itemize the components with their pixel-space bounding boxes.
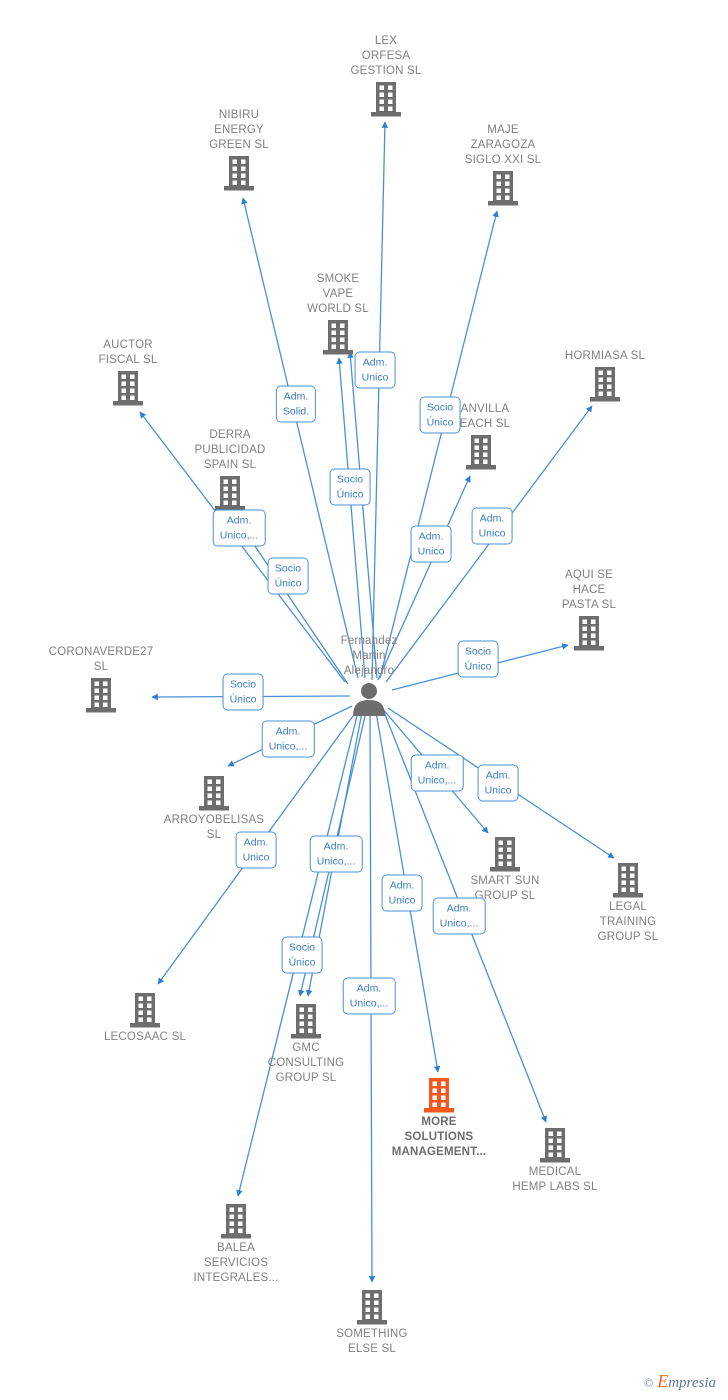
company-node-aqui-se-hace[interactable]: AQUI SE HACE PASTA SL xyxy=(524,568,654,652)
graph-edge xyxy=(377,475,471,681)
company-node-gmc-consulting[interactable]: GMC CONSULTING GROUP SL xyxy=(241,1002,371,1086)
company-node-label: GMC CONSULTING GROUP SL xyxy=(267,1042,345,1084)
relation-badge[interactable]: Adm. Unico xyxy=(381,874,423,912)
relation-badge[interactable]: Adm. Solid. xyxy=(275,385,317,423)
company-node-label: SOMETHING ELSE SL xyxy=(336,1328,408,1355)
graph-edge xyxy=(379,210,499,679)
company-node-label: SMOKE VAPE WORLD SL xyxy=(307,273,369,315)
watermark-empresia: © Empresia xyxy=(644,1371,716,1392)
building-icon xyxy=(307,1288,437,1326)
company-node-auctor-fiscal[interactable]: AUCTOR FISCAL SL xyxy=(63,338,193,407)
relation-badge[interactable]: Adm. Unico,... xyxy=(261,720,315,758)
graph-edge xyxy=(347,351,378,679)
company-node-balea[interactable]: BALEA SERVICIOS INTEGRALES... xyxy=(171,1202,301,1286)
company-node-maje-zaragoza[interactable]: MAJE ZARAGOZA SIGLO XXI SL xyxy=(438,123,568,207)
company-node-hormiasa[interactable]: HORMIASA SL xyxy=(540,349,670,403)
relation-badge[interactable]: Adm. Unico xyxy=(477,764,519,802)
company-node-lecosaac[interactable]: LECOSAAC SL xyxy=(80,991,210,1045)
relation-badge[interactable]: Socio Único xyxy=(419,396,461,434)
building-icon xyxy=(440,835,570,873)
building-icon xyxy=(490,1126,620,1164)
building-icon xyxy=(524,614,654,652)
copyright-symbol: © xyxy=(643,1375,654,1390)
company-node-smart-sun[interactable]: SMART SUN GROUP SL xyxy=(440,835,570,904)
building-icon xyxy=(416,433,546,471)
relation-badge[interactable]: Socio Único xyxy=(222,673,264,711)
relation-badge[interactable]: Socio Único xyxy=(329,468,371,506)
company-node-legal-training[interactable]: LEGAL TRAINING GROUP SL xyxy=(563,861,693,945)
building-icon xyxy=(165,474,295,512)
company-node-nibiru[interactable]: NIBIRU ENERGY GREEN SL xyxy=(174,108,304,192)
building-icon xyxy=(149,774,279,812)
graph-edge xyxy=(371,121,389,681)
relation-badge[interactable]: Adm. Unico,... xyxy=(309,835,363,873)
company-node-label: NIBIRU ENERGY GREEN SL xyxy=(209,109,269,151)
company-node-arroyobelisas[interactable]: ARROYOBELISAS SL xyxy=(149,774,279,843)
brand-name: mpresia xyxy=(668,1375,716,1391)
building-icon xyxy=(36,676,166,714)
company-node-smoke-vape[interactable]: SMOKE VAPE WORLD SL xyxy=(273,272,403,356)
building-icon xyxy=(241,1002,371,1040)
company-node-label: DERRA PUBLICIDAD SPAIN SL xyxy=(194,429,266,471)
company-node-label: LEGAL TRAINING GROUP SL xyxy=(597,901,659,943)
relation-badge[interactable]: Socio Único xyxy=(267,557,309,595)
company-node-label: LECOSAAC SL xyxy=(103,1031,187,1043)
company-node-label: SANVILLA BEACH SL xyxy=(451,403,511,430)
graph-edge xyxy=(336,357,366,679)
company-node-label: BALEA SERVICIOS INTEGRALES... xyxy=(193,1242,279,1284)
building-icon xyxy=(374,1076,504,1114)
building-icon xyxy=(540,365,670,403)
company-node-medical-hemp[interactable]: MEDICAL HEMP LABS SL xyxy=(490,1126,620,1195)
company-node-coronaverde27[interactable]: CORONAVERDE27 SL xyxy=(36,645,166,714)
building-icon xyxy=(273,318,403,356)
graph-edge xyxy=(241,197,359,679)
company-node-label: LEX ORFESA GESTION SL xyxy=(350,35,422,77)
building-icon xyxy=(438,169,568,207)
relation-badge[interactable]: Adm. Unico,... xyxy=(432,897,486,935)
relation-badge[interactable]: Adm. Unico,... xyxy=(410,754,464,792)
building-icon xyxy=(80,991,210,1029)
company-node-label: MEDICAL HEMP LABS SL xyxy=(512,1166,598,1193)
center-person-node[interactable]: Fernandez Martin Alejandro xyxy=(304,635,434,716)
person-icon xyxy=(304,682,434,716)
company-node-label: CORONAVERDE27 SL xyxy=(48,646,154,673)
building-icon xyxy=(563,861,693,899)
company-node-sanvilla-beach[interactable]: SANVILLA BEACH SL xyxy=(416,402,546,471)
company-node-label: ARROYOBELISAS SL xyxy=(163,814,265,841)
company-node-derra[interactable]: DERRA PUBLICIDAD SPAIN SL xyxy=(165,428,295,512)
relation-badge[interactable]: Socio Único xyxy=(281,936,323,974)
company-node-lex-orfesa[interactable]: LEX ORFESA GESTION SL xyxy=(321,34,451,118)
relation-badge[interactable]: Adm. Unico xyxy=(471,507,513,545)
company-node-something-else[interactable]: SOMETHING ELSE SL xyxy=(307,1288,437,1357)
company-node-label: AUCTOR FISCAL SL xyxy=(98,339,158,366)
relation-badge[interactable]: Adm. Unico,... xyxy=(212,509,266,547)
company-node-label: AQUI SE HACE PASTA SL xyxy=(561,569,617,611)
relation-badge[interactable]: Adm. Unico xyxy=(354,351,396,389)
company-node-label: MORE SOLUTIONS MANAGEMENT... xyxy=(391,1116,487,1158)
relation-badge[interactable]: Socio Único xyxy=(457,640,499,678)
relation-badge[interactable]: Adm. Unico xyxy=(235,831,277,869)
company-node-label: SMART SUN GROUP SL xyxy=(470,875,540,902)
company-node-label: HORMIASA SL xyxy=(564,350,646,362)
brand-initial: E xyxy=(657,1371,669,1391)
building-icon xyxy=(174,154,304,192)
company-node-label: MAJE ZARAGOZA SIGLO XXI SL xyxy=(464,124,542,166)
relation-badge[interactable]: Adm. Unico xyxy=(410,525,452,563)
company-node-more-solutions[interactable]: MORE SOLUTIONS MANAGEMENT... xyxy=(374,1076,504,1160)
building-icon xyxy=(171,1202,301,1240)
building-icon xyxy=(63,369,193,407)
relation-badge[interactable]: Adm. Unico,... xyxy=(342,977,396,1015)
graph-edge xyxy=(139,411,346,683)
center-person-label: Fernandez Martin Alejandro xyxy=(340,635,398,677)
building-icon xyxy=(321,80,451,118)
